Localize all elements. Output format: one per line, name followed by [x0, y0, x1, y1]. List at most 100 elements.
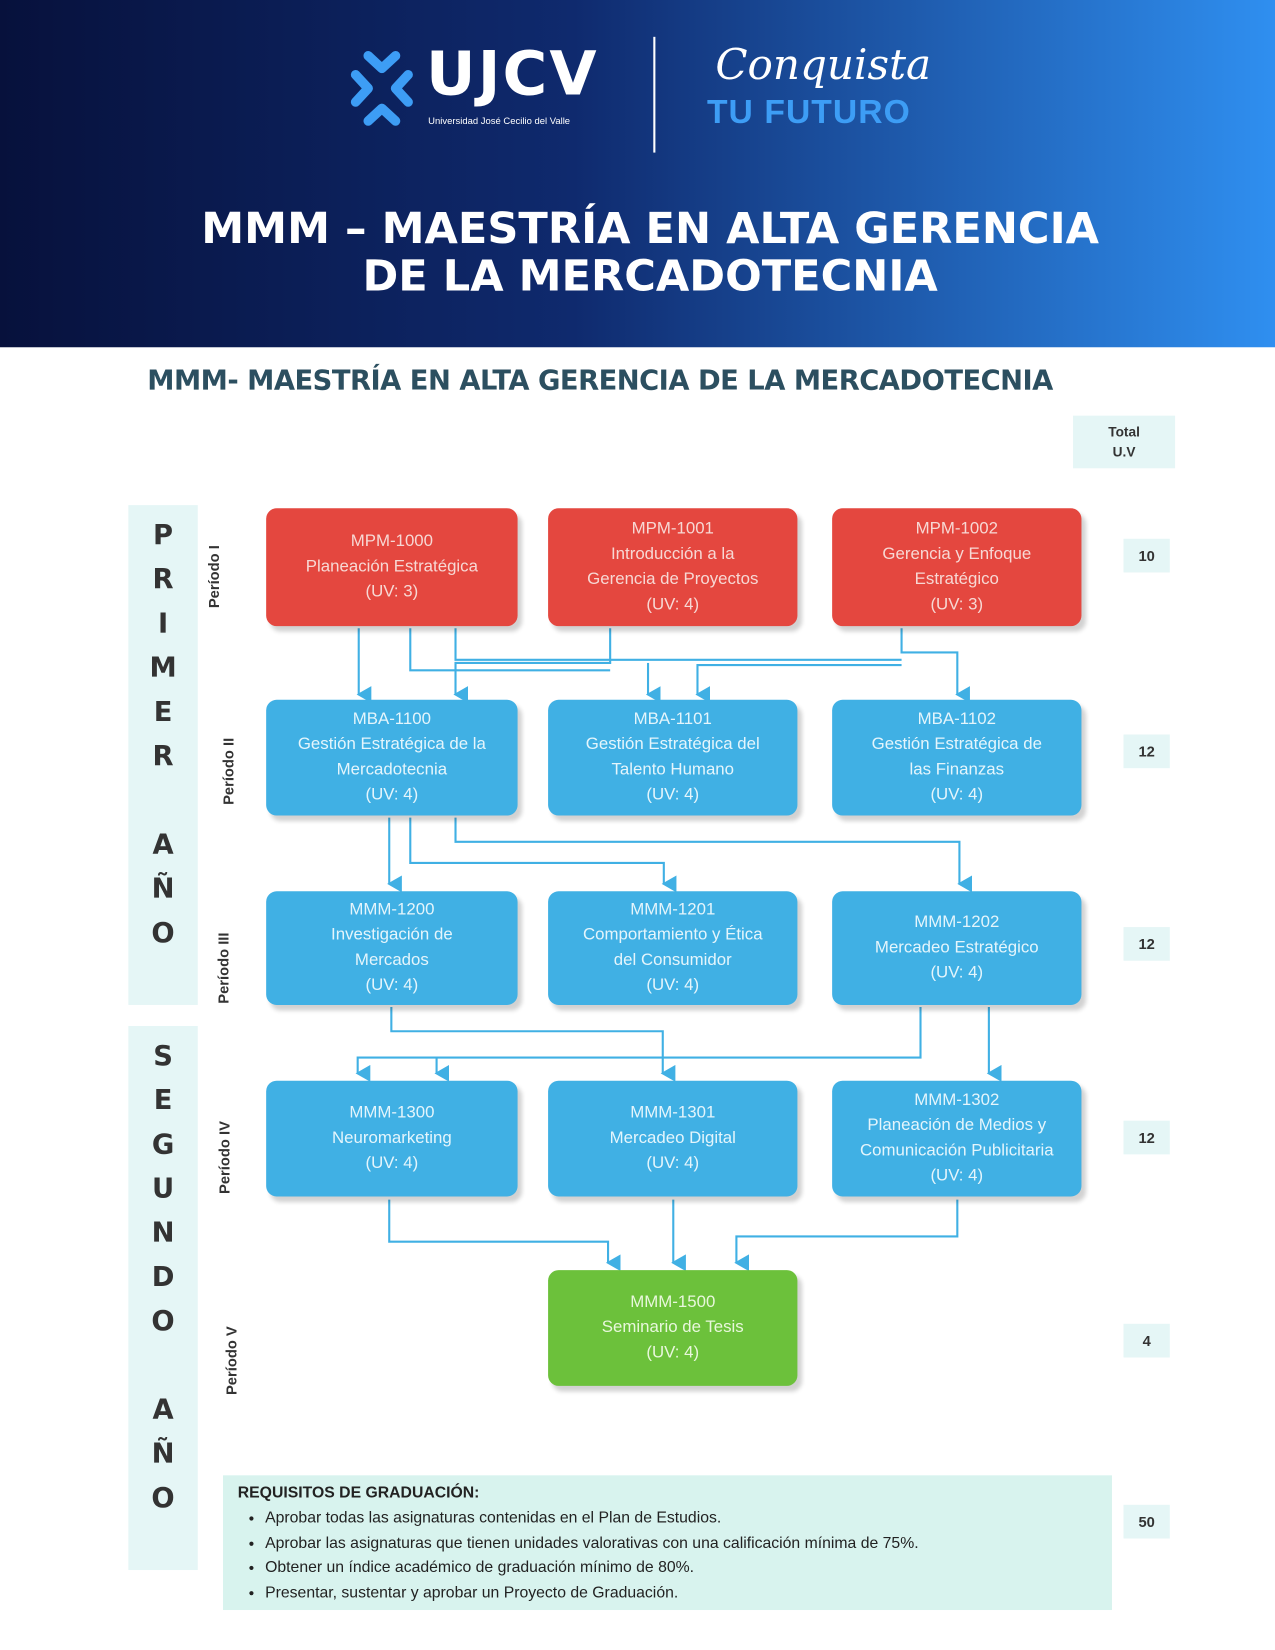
period-total-uv: 12: [1123, 734, 1170, 769]
course-uv: (UV: 4): [930, 963, 984, 982]
requirement-item: Aprobar las asignaturas que tienen unida…: [265, 1531, 1097, 1556]
connector: [390, 1007, 676, 1082]
year-letter: I: [157, 608, 169, 640]
year-letter: R: [152, 564, 174, 596]
course-code: MPM-1002: [915, 519, 998, 538]
course-code: MMM-1300: [349, 1103, 435, 1122]
document-title: MMM- MAESTRÍA EN ALTA GERENCIA DE LA MER…: [147, 365, 1053, 397]
course-code: MMM-1200: [349, 900, 435, 919]
year-letter: M: [149, 652, 177, 684]
course-uv: (UV: 4): [646, 1154, 700, 1173]
header-banner: UJCV Universidad José Cecilio del Valle …: [0, 0, 1275, 348]
course-uv: (UV: 4): [930, 786, 984, 804]
year-letter: Ñ: [151, 1438, 175, 1471]
requirement-item: Obtener un índice académico de graduació…: [265, 1555, 1097, 1580]
course-uv: (UV: 4): [365, 786, 419, 804]
course-uv: (UV: 4): [930, 1167, 984, 1185]
period-total-uv: 10: [1123, 538, 1170, 573]
course-name: Mercadeo Digital: [609, 1129, 736, 1148]
course-name: Talento Humano: [611, 760, 735, 779]
course-name: las Finanzas: [909, 760, 1005, 779]
requirements-title: REQUISITOS DE GRADUACIÓN:: [237, 1483, 480, 1502]
course-code: MBA-1101: [633, 710, 712, 729]
course-code: MBA-1100: [352, 710, 432, 729]
title-line-1: MMM – MAESTRÍA EN ALTA GERENCIA: [201, 203, 1100, 254]
course-uv: (UV: 4): [646, 786, 700, 804]
period-total-uv: 12: [1123, 1120, 1170, 1155]
year-letter: R: [152, 740, 174, 773]
graduation-requirements: REQUISITOS DE GRADUACIÓN: Aprobar todas …: [223, 1475, 1112, 1611]
course-uv: (UV: 4): [646, 595, 700, 614]
year-letter: E: [153, 1084, 173, 1117]
total-label: Total: [1108, 424, 1140, 440]
course-code: MPM-1000: [350, 532, 434, 551]
course-name: Gestión Estratégica de: [871, 735, 1042, 754]
course-code: MMM-1302: [914, 1091, 1000, 1110]
connector: [695, 664, 902, 703]
course-name: del Consumidor: [613, 951, 732, 970]
year-letter: E: [153, 696, 173, 729]
connector: [734, 1199, 959, 1272]
connector: [388, 1199, 621, 1272]
header-divider: [653, 36, 656, 153]
period-label: Período II: [219, 737, 237, 805]
course-code: MPM-1001: [631, 519, 714, 538]
slogan-script: Conquista: [715, 41, 932, 90]
slogan-caps: TU FUTURO: [706, 92, 911, 131]
connector: [355, 1007, 922, 1082]
course-uv: (UV: 4): [646, 1343, 700, 1362]
year-letter: U: [151, 1173, 175, 1205]
course-name: Estratégico: [914, 570, 999, 589]
course-uv: (UV: 3): [930, 595, 984, 614]
year-letter: D: [151, 1261, 175, 1294]
year-letter: S: [153, 1040, 173, 1073]
course-name: Seminario de Tesis: [601, 1318, 744, 1337]
requirements-list: Aprobar todas las asignaturas contenidas…: [238, 1506, 1097, 1605]
connector: [454, 817, 973, 893]
connector: [409, 817, 677, 893]
title-line-2: DE LA MERCADOTECNIA: [362, 250, 938, 301]
ujcv-chevrons-icon: [350, 51, 413, 126]
year-letter: [158, 779, 168, 823]
period-total-uv: 4: [1123, 1323, 1170, 1358]
page-title: MMM – MAESTRÍA EN ALTA GERENCIA DE LA ME…: [0, 205, 1275, 300]
uv-label: U.V: [1112, 444, 1136, 460]
course-name: Planeación Estratégica: [305, 557, 478, 576]
connector: [900, 628, 970, 703]
course-code: MMM-1201: [630, 900, 716, 919]
course-name: Comunicación Publicitaria: [859, 1141, 1054, 1160]
course-code: MMM-1202: [914, 913, 1000, 932]
course-name: Mercadotecnia: [336, 760, 448, 779]
course-uv: (UV: 4): [365, 1154, 419, 1173]
year-letter: O: [151, 1305, 175, 1338]
course-name: Gestión Estratégica del: [585, 735, 760, 754]
requirement-item: Presentar, sustentar y aprobar un Proyec…: [265, 1580, 1097, 1605]
course-name: Planeación de Medios y: [867, 1116, 1047, 1135]
logo-wordmark: UJCV: [426, 37, 599, 110]
course-code: MBA-1102: [917, 710, 996, 729]
period-total-uv: 12: [1123, 927, 1170, 961]
course-name: Neuromarketing: [331, 1129, 452, 1148]
course-name: Mercados: [354, 951, 429, 970]
connector: [409, 628, 611, 672]
period-label: Período IV: [215, 1121, 233, 1194]
ujcv-logo: UJCV Universidad José Cecilio del Valle: [347, 41, 599, 131]
connector: [453, 628, 612, 703]
year-letter: [158, 1344, 168, 1388]
period-label: Período III: [214, 932, 232, 1004]
